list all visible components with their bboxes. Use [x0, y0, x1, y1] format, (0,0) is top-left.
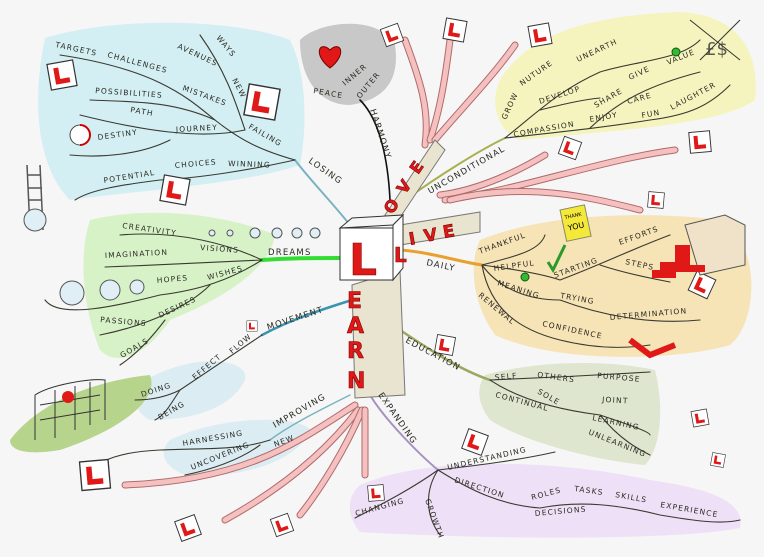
improving-blob	[163, 419, 310, 476]
expanding-blob	[349, 463, 741, 538]
football-goal-icon	[34, 379, 106, 440]
l-plates	[46, 17, 726, 542]
movement-branch	[260, 298, 354, 337]
expanding-branch	[369, 394, 439, 471]
education-branch	[398, 328, 492, 382]
l-plate-icon	[442, 17, 468, 43]
word: HOPES	[156, 273, 188, 285]
sub-branch-lines	[44, 34, 741, 536]
losing-branch	[294, 159, 351, 226]
l-plate-icon	[174, 514, 202, 542]
learn-letter: A	[347, 314, 364, 339]
l-plate-icon	[78, 458, 112, 492]
word: PASSIONS	[100, 315, 147, 328]
l-plate-icon	[46, 59, 78, 91]
live-letter: V	[422, 225, 439, 247]
branch-label-movement: MOVEMENT	[266, 305, 325, 333]
unconditional-blob	[495, 12, 756, 140]
compass-icon	[69, 124, 91, 146]
learn-letter: E	[347, 289, 362, 314]
word: PURPOSE	[597, 371, 641, 384]
center-stack	[351, 139, 481, 399]
l-plate-icon	[687, 270, 717, 300]
word: TASKS	[573, 484, 605, 497]
word: IMAGINATION	[105, 248, 169, 260]
branch-label-expanding: EXPANDING	[376, 391, 419, 446]
cube-side-letter: L	[394, 243, 407, 267]
daily-branch	[398, 248, 484, 267]
word: PATH	[130, 105, 155, 118]
l-plate-icon	[433, 333, 457, 357]
word: CHOICES	[174, 157, 217, 170]
improving-branch	[269, 394, 351, 441]
learn-letter: R	[347, 339, 364, 364]
word: VISIONS	[200, 243, 240, 255]
l-plate-icon	[367, 484, 385, 502]
cloud-icons	[23, 208, 321, 306]
word: FUN	[641, 108, 661, 120]
svg-text:£$: £$	[705, 39, 728, 60]
branch-label-harmony: HARMONY	[367, 108, 393, 161]
l-plate-icon	[688, 130, 712, 154]
green-target-icons	[520, 47, 681, 282]
l-plate-icon	[379, 22, 405, 48]
learn-word: E A R N	[347, 289, 366, 395]
l-plate-icon	[159, 174, 191, 206]
center-cube: L L	[338, 213, 407, 286]
education-blob	[479, 363, 661, 465]
word: JOURNEY	[175, 123, 219, 134]
card-line-1: THANK	[563, 212, 583, 222]
thank-you-card: THANK YOU	[559, 204, 592, 242]
dreams-blob	[83, 212, 275, 359]
harmony-branch	[359, 99, 391, 201]
harmony-blob	[300, 23, 396, 105]
l-plate-icon	[647, 191, 665, 209]
l-plate-icon	[461, 428, 489, 456]
l-plate-icon	[527, 22, 553, 48]
live-word: I V E	[407, 221, 457, 250]
tick-icon	[546, 244, 677, 359]
word: JOINT	[601, 395, 629, 405]
l-plate-icon	[557, 135, 583, 161]
pink-arrows	[121, 36, 679, 524]
branch-label-daily: DAILY	[425, 258, 456, 274]
live-letter: E	[441, 221, 456, 243]
l-plate-icon	[243, 83, 281, 121]
l-plate-icon	[690, 408, 710, 428]
card-line-2: YOU	[566, 220, 585, 232]
dreams-branch	[260, 256, 342, 262]
heart-icon	[318, 46, 342, 69]
word: WINNING	[228, 159, 271, 169]
word: SELF	[494, 371, 517, 382]
l-plate-icon	[710, 452, 726, 468]
branch-label-dreams: DREAMS	[268, 248, 312, 258]
losing-words: TARGETS CHALLENGES AVENUES WAYS NEW POSS…	[54, 34, 284, 185]
live-letter: I	[407, 229, 417, 250]
steps-block-icon	[652, 214, 746, 278]
currency-symbols: £$	[689, 19, 741, 61]
branch-label-losing: LOSING	[306, 156, 344, 187]
l-plate-icon	[269, 512, 295, 538]
cube-letter: L	[349, 235, 377, 286]
l-plate-icon	[246, 320, 258, 332]
movement-blob	[136, 361, 246, 420]
learn-letter: N	[347, 369, 365, 394]
